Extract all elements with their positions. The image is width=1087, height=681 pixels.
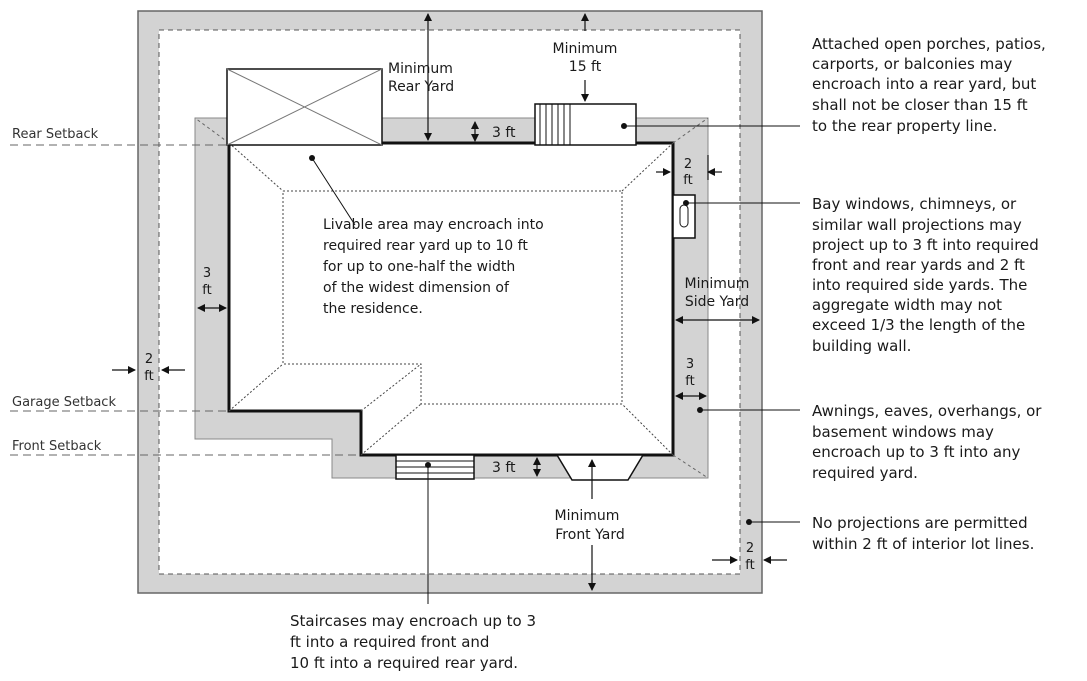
note-line: similar wall projections may bbox=[812, 216, 1022, 234]
min-15ft-label-2: 15 ft bbox=[569, 59, 602, 75]
left-3ft-label-2: ft bbox=[202, 283, 211, 298]
center-note-line: of the widest dimension of bbox=[323, 280, 510, 296]
rear-setback-label: Rear Setback bbox=[12, 127, 99, 142]
note-line: Attached open porches, patios, bbox=[812, 35, 1046, 53]
note-line: project up to 3 ft into required bbox=[812, 236, 1039, 254]
setback-lines bbox=[10, 144, 361, 456]
front-setback-label: Front Setback bbox=[12, 439, 102, 454]
note-line: building wall. bbox=[812, 337, 911, 355]
note-line: ft into a required front and bbox=[290, 633, 489, 651]
note-line: encroach into a rear yard, but bbox=[812, 75, 1036, 93]
note-line: into required side yards. The bbox=[812, 276, 1027, 294]
note-line: required yard. bbox=[812, 464, 918, 482]
note-line: 10 ft into a required rear yard. bbox=[290, 654, 518, 672]
interior-lot-line bbox=[158, 29, 741, 575]
note-line: within 2 ft of interior lot lines. bbox=[812, 535, 1034, 553]
note-line: basement windows may bbox=[812, 423, 994, 441]
center-note-line: for up to one-half the width bbox=[323, 259, 515, 275]
note-line: front and rear yards and 2 ft bbox=[812, 256, 1025, 274]
note-line: Staircases may encroach up to 3 bbox=[290, 612, 536, 630]
note-line: encroach up to 3 ft into any bbox=[812, 443, 1021, 461]
note-line: to the rear property line. bbox=[812, 117, 997, 135]
roof-hips bbox=[228, 142, 674, 456]
min-rear-yard-label-2: Rear Yard bbox=[388, 79, 454, 95]
center-note-line: required rear yard up to 10 ft bbox=[323, 238, 528, 254]
right-3ft-label-2: ft bbox=[685, 374, 694, 389]
rear-3ft-label: 3 ft bbox=[492, 125, 516, 141]
right-2ft-label-2: ft bbox=[683, 173, 692, 188]
center-note-line: Livable area may encroach into bbox=[323, 217, 544, 233]
roof-ridge bbox=[282, 190, 623, 405]
leader-dots bbox=[309, 123, 752, 525]
note-line: aggregate width may not bbox=[812, 296, 1002, 314]
front-3ft-label: 3 ft bbox=[492, 460, 516, 476]
rear-porch bbox=[534, 103, 637, 146]
note-line: Bay windows, chimneys, or bbox=[812, 195, 1017, 213]
min-rear-yard-label-1: Minimum bbox=[388, 61, 453, 77]
awnings-note: Awnings, eaves, overhangs, or basement w… bbox=[812, 402, 1042, 482]
note-line: exceed 1/3 the length of the bbox=[812, 316, 1025, 334]
bay-windows-note: Bay windows, chimneys, or similar wall p… bbox=[812, 195, 1039, 355]
min-front-yard-label-2: Front Yard bbox=[555, 527, 624, 543]
right-3ft-label-1: 3 bbox=[686, 357, 694, 372]
min-side-yard-label-1: Minimum bbox=[685, 276, 750, 292]
side-chimney bbox=[672, 194, 696, 239]
no-projections-note: No projections are permitted within 2 ft… bbox=[812, 514, 1034, 553]
garage-setback-label: Garage Setback bbox=[12, 395, 116, 410]
center-note: Livable area may encroach into required … bbox=[323, 217, 544, 317]
porches-note: Attached open porches, patios, carports,… bbox=[812, 35, 1046, 135]
front-bay-window bbox=[555, 454, 645, 481]
center-note-line: the residence. bbox=[323, 301, 423, 317]
house-footprint bbox=[227, 141, 675, 457]
min-front-yard-label-1: Minimum bbox=[555, 508, 620, 524]
left-3ft-label-1: 3 bbox=[203, 266, 211, 281]
min-side-yard-label-2: Side Yard bbox=[685, 294, 749, 310]
bottom-2ft-label-1: 2 bbox=[746, 541, 754, 556]
note-line: Awnings, eaves, overhangs, or bbox=[812, 402, 1042, 420]
left-2ft-label-1: 2 bbox=[145, 352, 153, 367]
note-line: shall not be closer than 15 ft bbox=[812, 96, 1028, 114]
min-15ft-label-1: Minimum bbox=[553, 41, 618, 57]
leader-lines bbox=[311, 125, 800, 604]
livable-area-box bbox=[226, 68, 383, 146]
eave-lines bbox=[194, 117, 709, 479]
right-2ft-label-1: 2 bbox=[684, 157, 692, 172]
note-line: No projections are permitted bbox=[812, 514, 1028, 532]
note-line: carports, or balconies may bbox=[812, 55, 1012, 73]
front-staircase bbox=[395, 454, 475, 480]
left-2ft-label-2: ft bbox=[144, 369, 153, 384]
dimension-arrows bbox=[112, 13, 787, 591]
staircases-note: Staircases may encroach up to 3 ft into … bbox=[290, 612, 536, 672]
bottom-2ft-label-2: ft bbox=[745, 558, 754, 573]
